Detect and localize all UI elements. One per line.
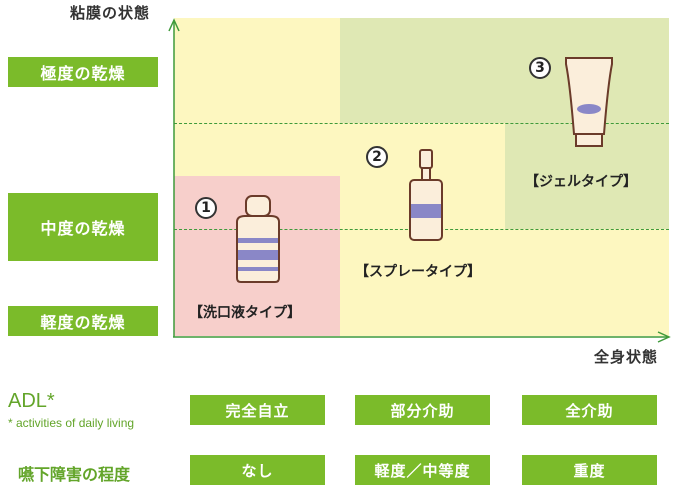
swallowing-none: なし — [190, 455, 325, 485]
product-label-3: 【ジェルタイプ】 — [525, 174, 637, 190]
dashed-line-upper — [174, 123, 669, 124]
x-axis-label: 全身状態 — [594, 348, 659, 366]
adl-independent: 完全自立 — [190, 395, 325, 425]
spray-bottle-icon — [409, 149, 443, 241]
swallowing-severe: 重度 — [522, 455, 657, 485]
adl-title: ADL* — [8, 390, 55, 412]
swallowing-title: 嚥下障害の程度 — [18, 465, 131, 484]
adl-note: * activities of daily living — [8, 416, 135, 430]
product-number-3: 3 — [529, 57, 551, 79]
level-severe: 極度の乾燥 — [8, 57, 158, 87]
gel-tube-icon — [565, 57, 613, 147]
bottle-icon — [236, 195, 280, 283]
y-axis-label: 粘膜の状態 — [70, 4, 151, 22]
product-number-1: 1 — [195, 197, 217, 219]
adl-full-assist: 全介助 — [522, 395, 657, 425]
level-mild: 軽度の乾燥 — [8, 306, 158, 336]
zone-severe — [340, 18, 669, 123]
adl-partial-assist: 部分介助 — [355, 395, 490, 425]
product-label-2: 【スプレータイプ】 — [355, 264, 481, 280]
product-label-1: 【洗口液タイプ】 — [189, 305, 301, 321]
swallowing-mild-moderate: 軽度／中等度 — [355, 455, 490, 485]
level-moderate: 中度の乾燥 — [8, 193, 158, 261]
product-number-2: 2 — [366, 146, 388, 168]
